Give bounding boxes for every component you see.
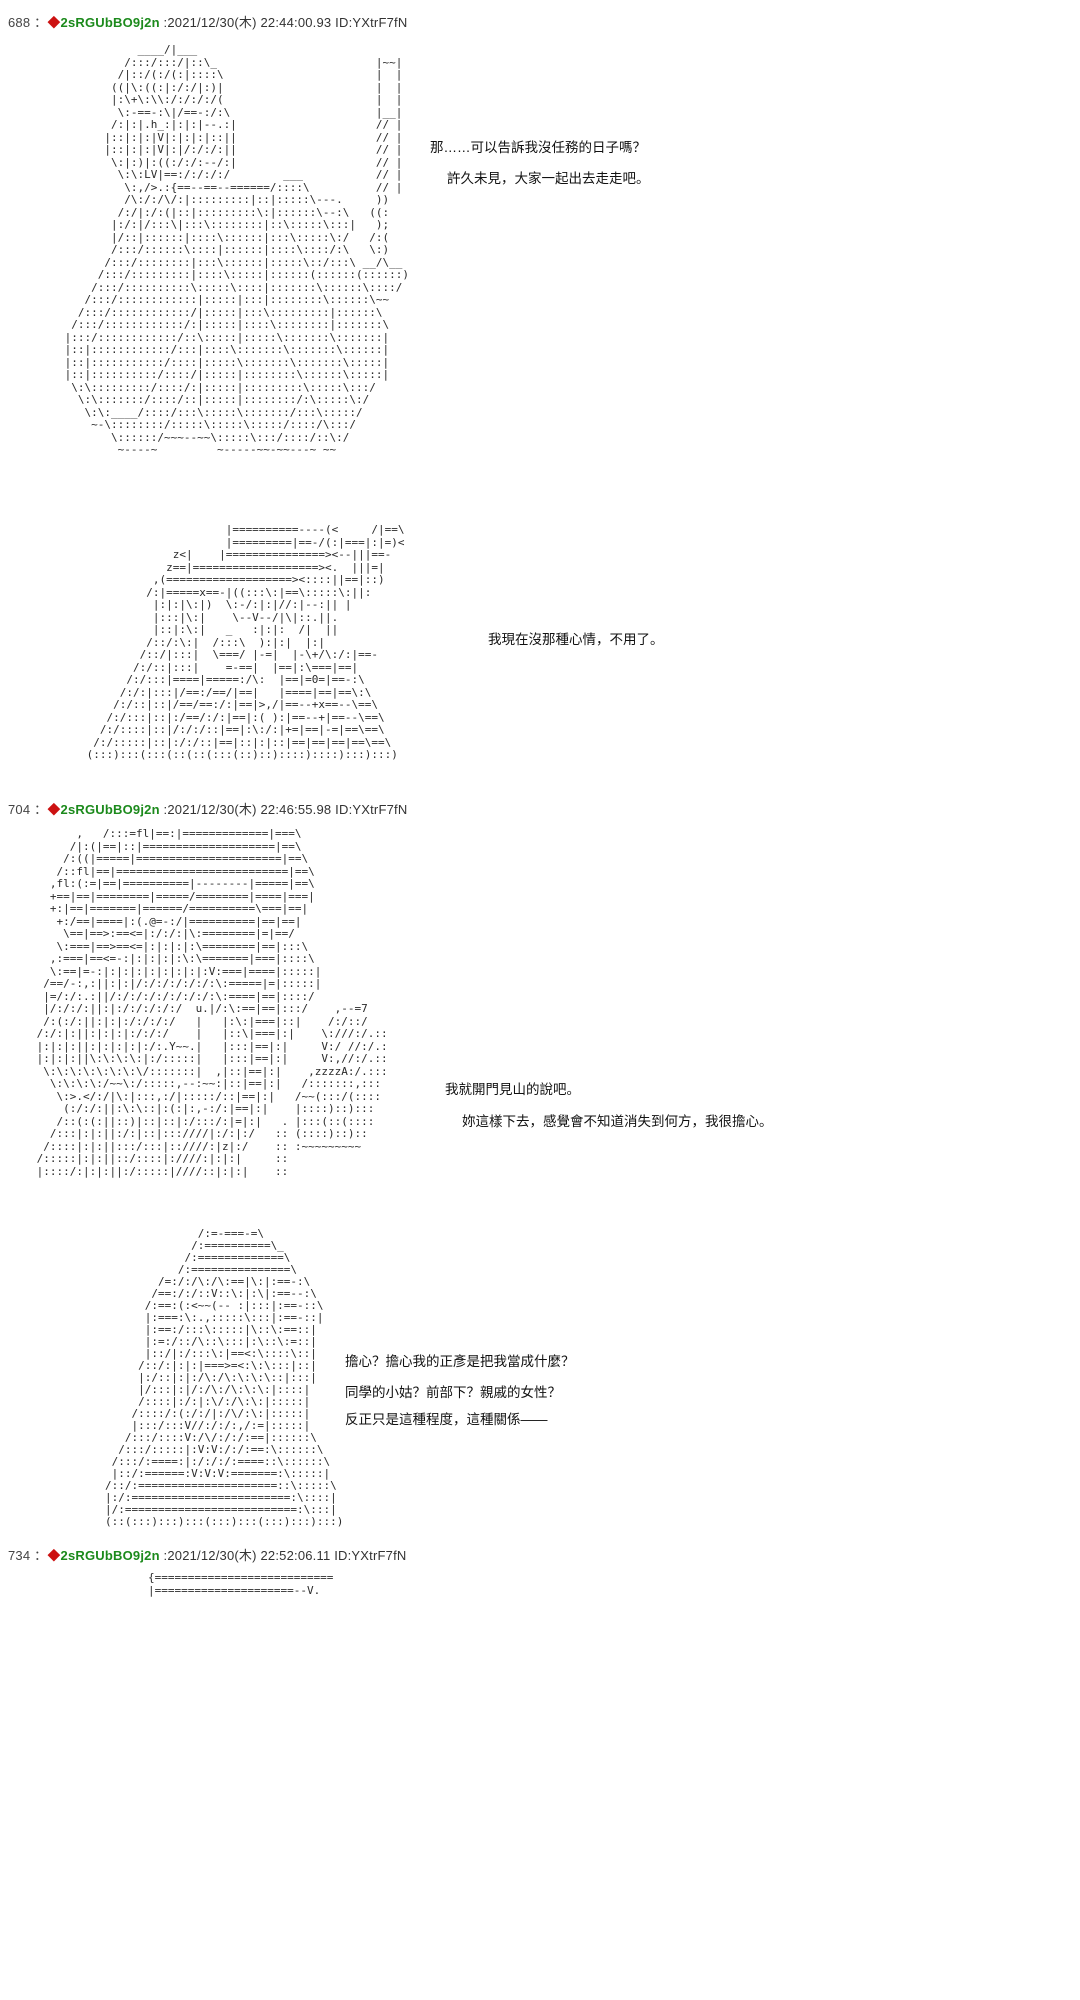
post-number: 704 [8, 802, 31, 817]
tripcode-diamond-icon: ◆ [47, 1548, 61, 1563]
post-header-688: 688 ：◆2sRGUbBO9j2n :2021/12/30(木) 22:44:… [8, 12, 407, 31]
dialogue-line: 擔心？擔心我的正彥是把我當成什麼？ [345, 1354, 575, 1369]
tripcode: 2sRGUbBO9j2n [60, 15, 160, 30]
tripcode-diamond-icon: ◆ [47, 802, 61, 817]
dialogue-line: 妳這樣下去，感覺會不知道消失到何方，我很擔心。 [462, 1114, 773, 1129]
dialogue-line: 我就開門見山的說吧。 [445, 1082, 580, 1097]
ascii-art-688-1: ____/|___ /:::/:::/|::\_ |~~| /|::/(:/(:… [64, 43, 409, 456]
post-meta: :2021/12/30(木) 22:52:06.11 ID:YXtrF7fN [159, 1548, 407, 1563]
dialogue-line: 許久未見，大家一起出去走走吧。 [447, 171, 650, 186]
dialogue-line: 那……可以告訴我沒任務的日子嗎？ [430, 140, 646, 155]
post-number: 734 [8, 1548, 31, 1563]
ascii-art-734-1: {=========================== |==========… [148, 1571, 334, 1597]
post-meta: :2021/12/30(木) 22:44:00.93 ID:YXtrF7fN [159, 15, 408, 30]
dialogue-line: 我現在沒那種心情，不用了。 [488, 632, 664, 647]
tripcode: 2sRGUbBO9j2n [60, 802, 160, 817]
post-header-734: 734 ：◆2sRGUbBO9j2n :2021/12/30(木) 22:52:… [8, 1545, 406, 1564]
dialogue-line: 同學的小姑？前部下？親戚的女性？ [345, 1385, 561, 1400]
tripcode-diamond-icon: ◆ [47, 15, 61, 30]
tripcode: 2sRGUbBO9j2n [60, 1548, 160, 1563]
ascii-art-704-2: /:=-===-=\ /:==========\_ /:============… [105, 1227, 344, 1528]
post-header-704: 704 ：◆2sRGUbBO9j2n :2021/12/30(木) 22:46:… [8, 799, 407, 818]
post-separator: ： [30, 15, 48, 30]
ascii-art-704-1: , /:::=fl|==:|=============|===\ /|:(|==… [36, 827, 388, 1178]
post-number: 688 [8, 15, 31, 30]
post-meta: :2021/12/30(木) 22:46:55.98 ID:YXtrF7fN [159, 802, 408, 817]
post-separator: ： [30, 1548, 48, 1563]
ascii-art-688-2: |==========----(< /|==\ |=========|==-/(… [86, 523, 405, 761]
post-separator: ： [30, 802, 48, 817]
dialogue-line: 反正只是這種程度，這種關係—— [345, 1412, 548, 1427]
